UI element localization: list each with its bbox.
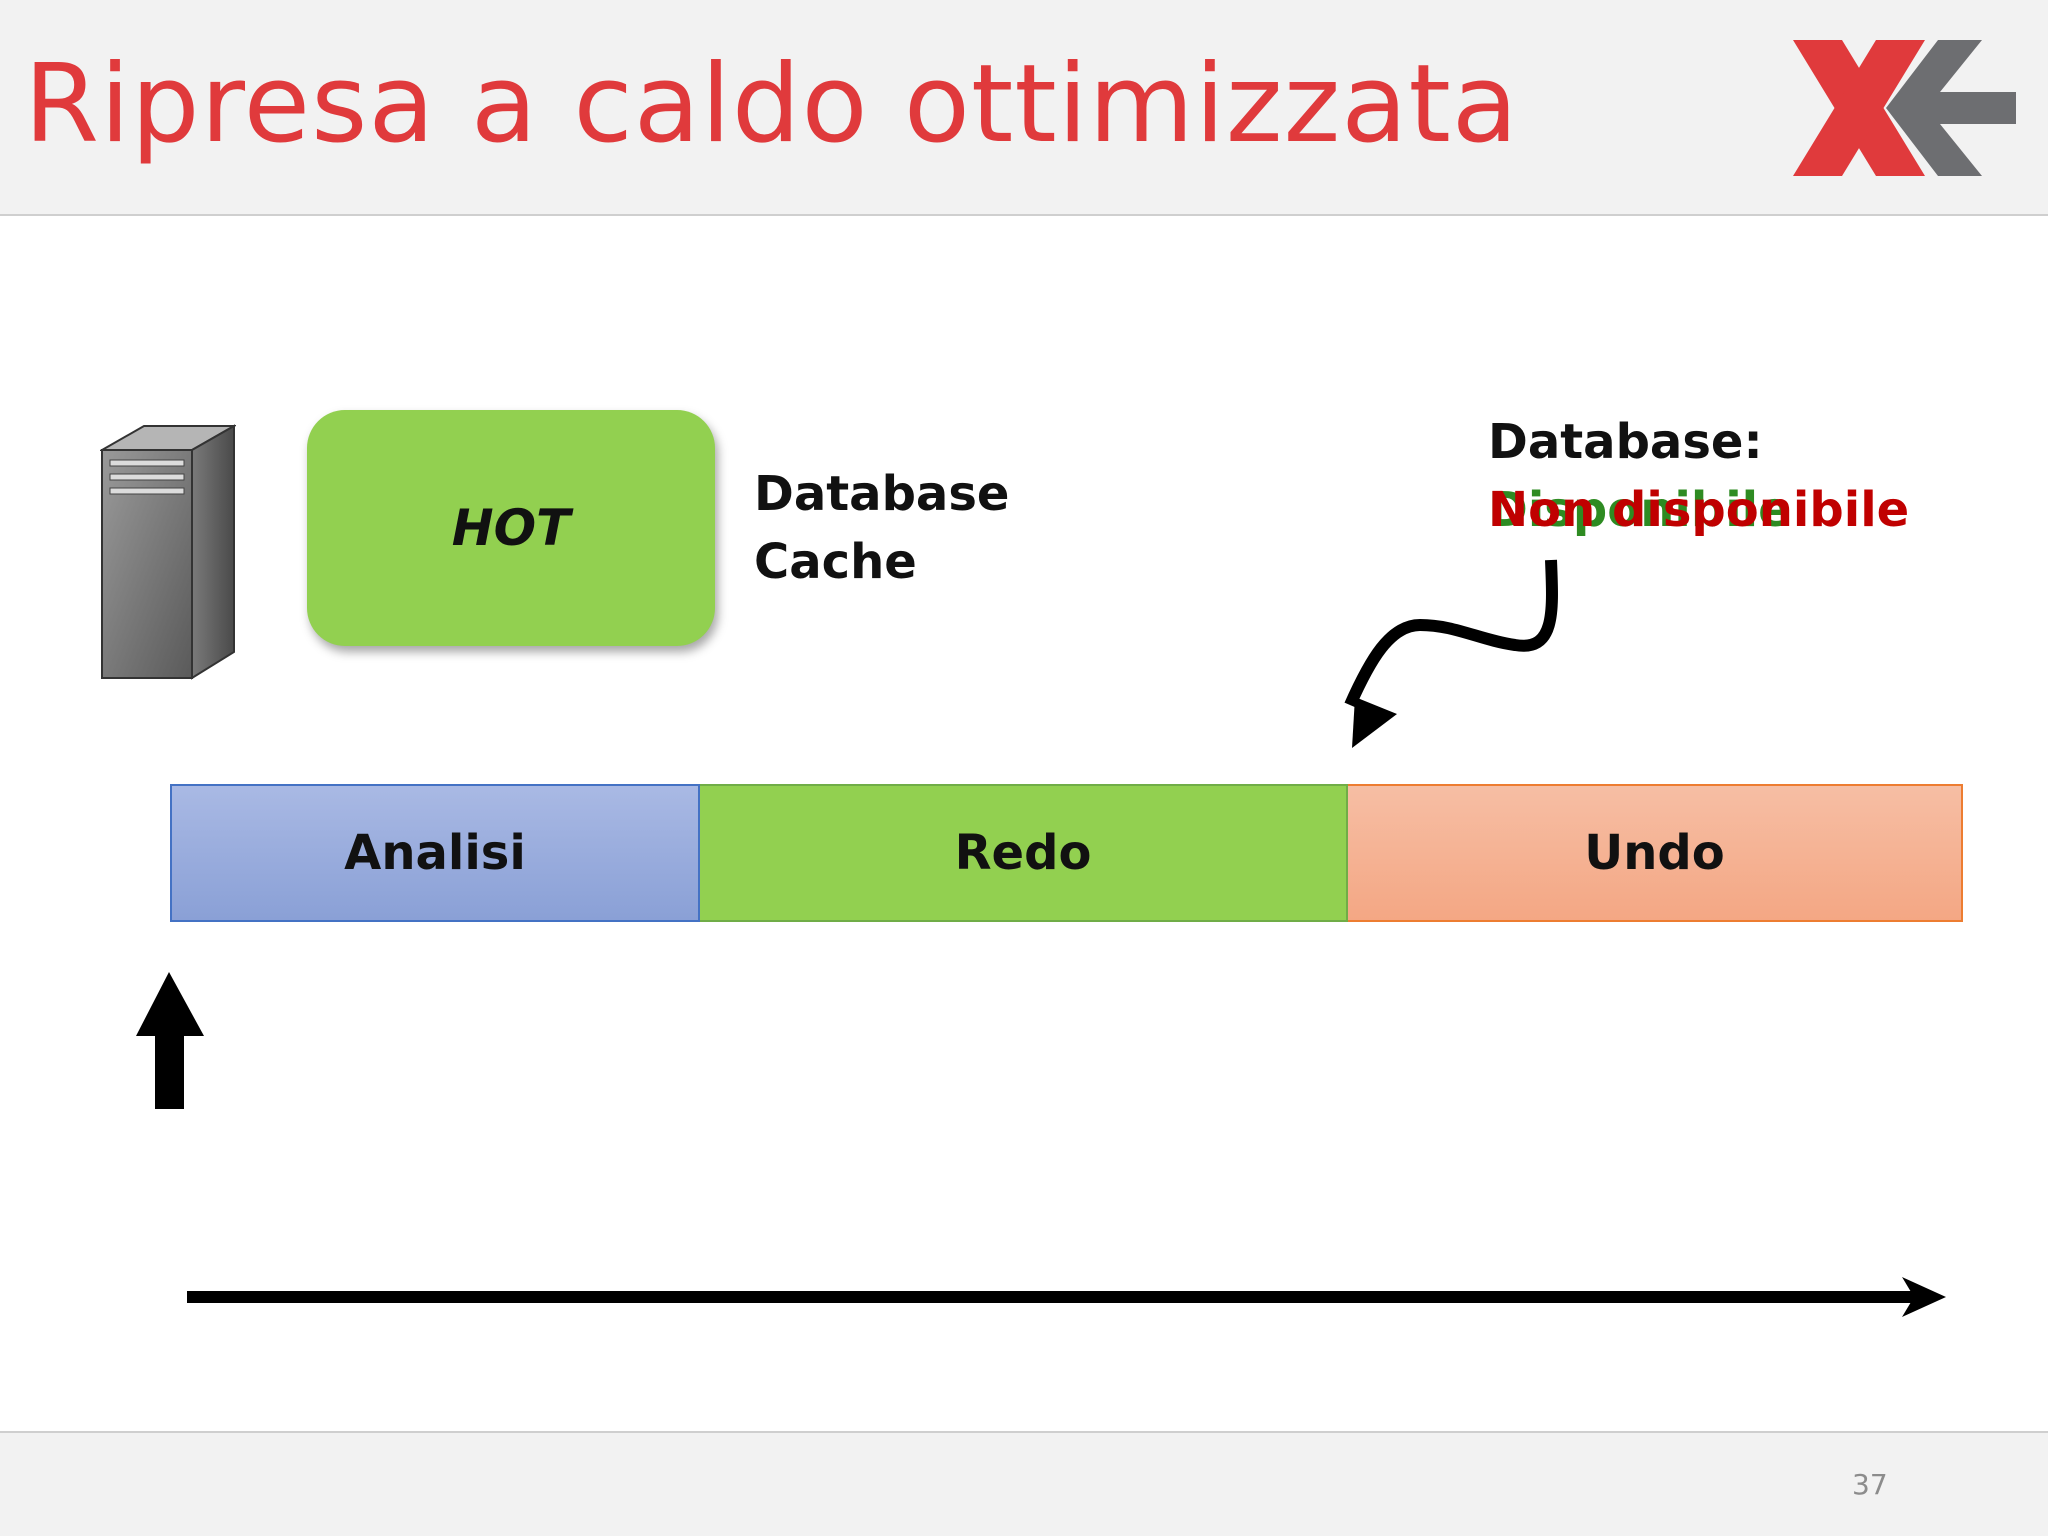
- brand-logo: [1793, 40, 2016, 176]
- database-cache-label: Database Cache: [754, 460, 1009, 596]
- slide-header: Ripresa a caldo ottimizzata: [0, 0, 2048, 216]
- database-status-label: Database:: [1488, 414, 1763, 470]
- phase-undo: Undo: [1348, 784, 1963, 922]
- phase-analisi: Analisi: [170, 784, 700, 922]
- database-status-values: Disponibile Non disponibile: [1488, 476, 1909, 544]
- phase-redo-label: Redo: [954, 825, 1092, 881]
- server-icon: [100, 424, 236, 680]
- phase-analisi-label: Analisi: [344, 825, 526, 881]
- logo-chevron: [1886, 40, 2016, 176]
- database-status: Database: Disponibile Non disponibile: [1488, 408, 1909, 544]
- position-up-arrow-icon: [136, 972, 204, 1109]
- status-unavailable-text: Non disponibile: [1488, 482, 1910, 538]
- cache-state-label: HOT: [451, 499, 571, 557]
- curved-arrow-head-icon: [1352, 697, 1397, 748]
- phase-redo: Redo: [700, 784, 1348, 922]
- phase-undo-label: Undo: [1584, 825, 1725, 881]
- status-available-text: Disponibile: [1488, 482, 1791, 538]
- page-number: 37: [1852, 1468, 1888, 1501]
- curved-arrow-icon: [1344, 559, 1558, 708]
- logo-x-stroke-2: [1793, 40, 1925, 176]
- recovery-phases: Analisi Redo Undo: [170, 784, 1963, 922]
- timeline-arrow-head-icon: [1902, 1277, 1946, 1317]
- slide-footer: [0, 1431, 2048, 1536]
- slide-title: Ripresa a caldo ottimizzata: [24, 42, 1519, 167]
- database-cache-label-line2: Cache: [754, 534, 917, 590]
- database-cache-label-line1: Database: [754, 466, 1010, 522]
- cache-state-box: HOT: [307, 410, 715, 646]
